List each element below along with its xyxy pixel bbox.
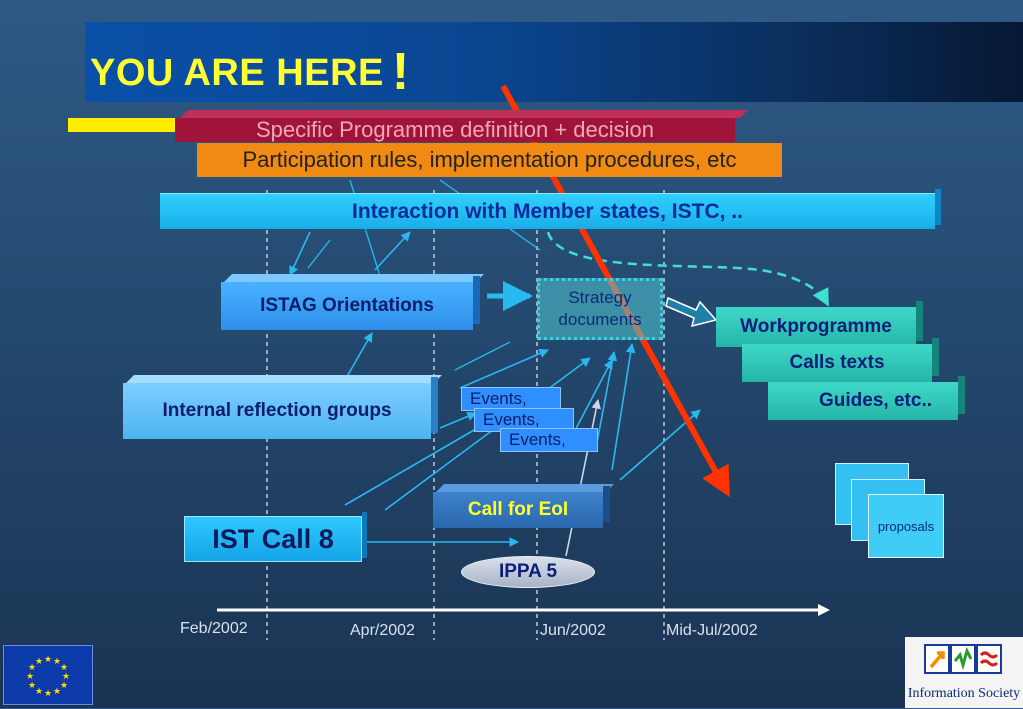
title-banner (85, 22, 1023, 102)
workprogramme-box: Workprogramme (716, 307, 916, 347)
page-title-text: YOU ARE HERE (90, 52, 384, 94)
svg-text:★: ★ (60, 663, 68, 673)
svg-text:★: ★ (53, 657, 61, 667)
svg-text:★: ★ (26, 672, 34, 682)
call-for-eoi-box: Call for EoI (433, 492, 603, 528)
istag-orientations-box: ISTAG Orientations (221, 282, 473, 330)
svg-text:★: ★ (35, 687, 43, 697)
ippa-5-ellipse: IPPA 5 (461, 556, 595, 588)
svg-text:★: ★ (62, 672, 70, 682)
call-for-eoi-box-side (603, 486, 610, 522)
svg-text:★: ★ (44, 689, 52, 699)
svg-text:★: ★ (53, 687, 61, 697)
internal-reflection-groups-box: Internal reflection groups (123, 383, 431, 439)
page-title-exclamation: ! (391, 43, 410, 101)
interaction-bar-side (935, 189, 941, 225)
specific-programme-bar: Specific Programme definition + decision (175, 117, 735, 142)
istag-box-side (473, 276, 480, 324)
internal-reflection-box-top (126, 375, 442, 383)
yellow-accent-bar (68, 118, 178, 132)
workprogramme-side (916, 301, 923, 341)
svg-text:★: ★ (60, 681, 68, 691)
proposal-sheet-front: proposals (868, 494, 944, 558)
guides-side (958, 376, 965, 414)
strategy-documents-box: Strategy documents (537, 278, 663, 340)
ist-call-8-box: IST Call 8 (184, 516, 362, 562)
call-for-eoi-box-top (436, 484, 614, 492)
eu-flag-icon: ★ ★ ★ ★ ★ ★ ★ ★ ★ ★ ★ ★ (3, 645, 93, 705)
page-title: YOU ARE HERE! (90, 38, 410, 101)
svg-text:★: ★ (28, 681, 36, 691)
timeline-label-midjul: Mid-Jul/2002 (666, 622, 758, 639)
svg-text:★: ★ (35, 657, 43, 667)
guides-box: Guides, etc.. (768, 382, 958, 420)
participation-rules-bar: Participation rules, implementation proc… (197, 143, 782, 177)
timeline-label-apr: Apr/2002 (350, 622, 415, 639)
svg-text:★: ★ (28, 663, 36, 673)
events-box-1: Events, (461, 387, 561, 411)
timeline-label-jun: Jun/2002 (540, 622, 606, 639)
calls-texts-box: Calls texts (742, 344, 932, 382)
information-society-logo (905, 637, 1023, 708)
timeline-label-feb: Feb/2002 (180, 620, 248, 637)
ist-call-8-side (362, 512, 367, 558)
strategy-label-line2: documents (558, 310, 642, 329)
strategy-label-line1: Strategy (568, 288, 632, 307)
istag-box-top (224, 274, 484, 282)
information-society-caption: Information Society (907, 686, 1021, 701)
svg-text:★: ★ (44, 655, 52, 665)
internal-reflection-box-side (431, 377, 438, 433)
events-box-3: Events, (500, 428, 598, 452)
interaction-bar: Interaction with Member states, ISTC, .. (160, 193, 935, 229)
calls-texts-side (932, 338, 939, 376)
